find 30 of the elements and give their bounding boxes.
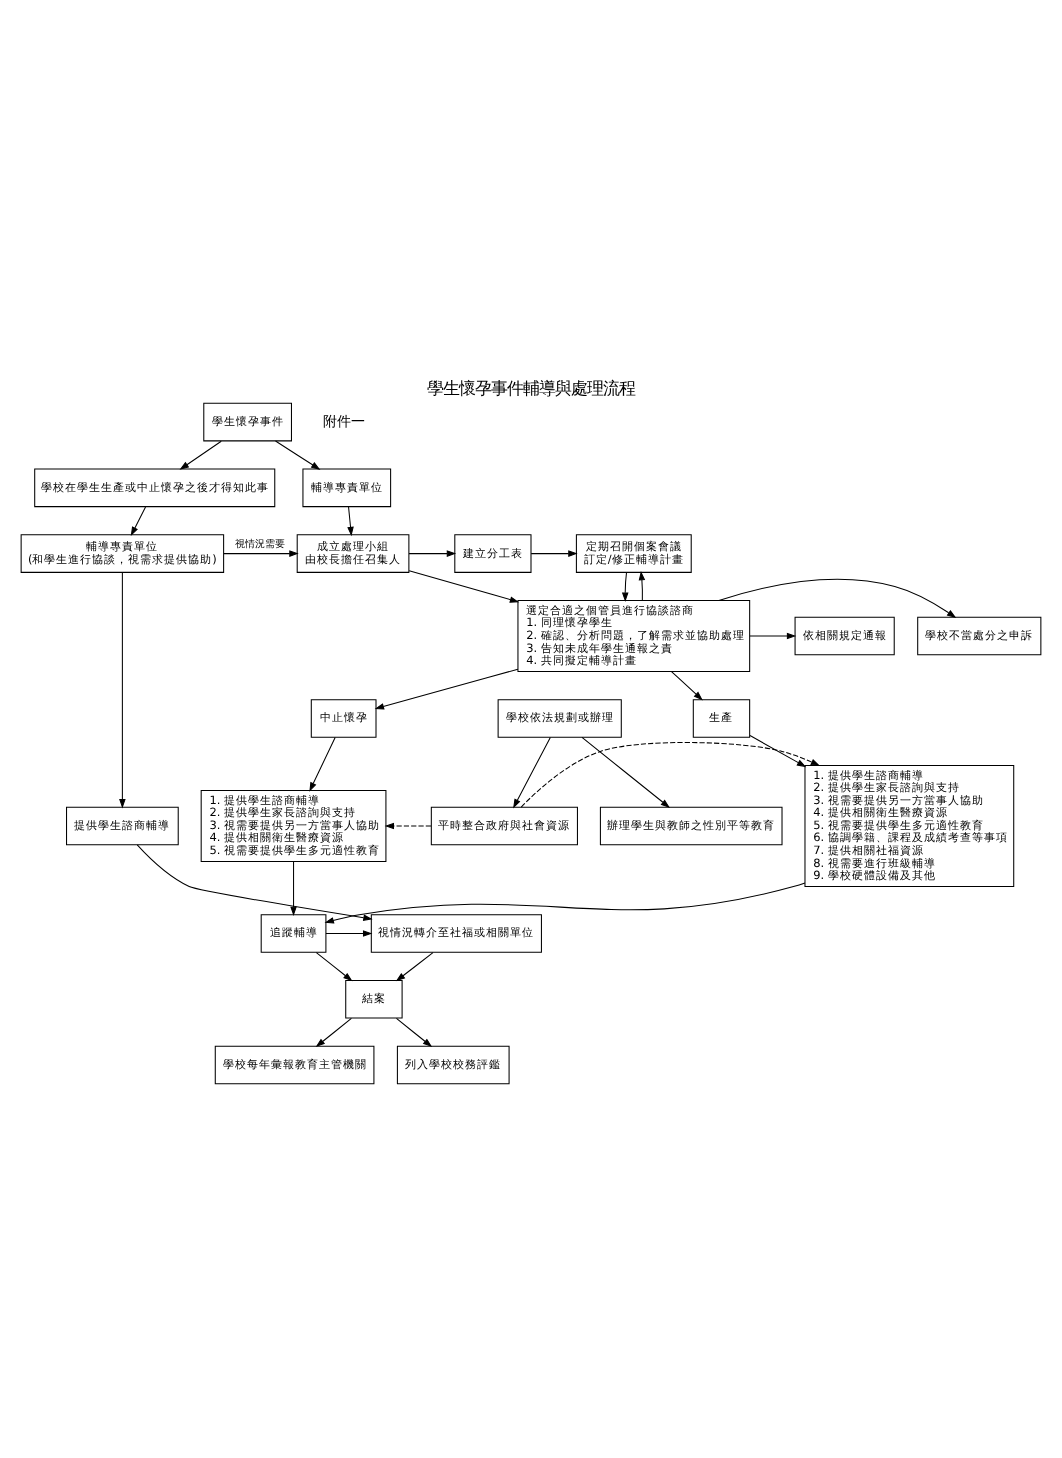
arrow (395, 1016, 433, 1047)
arrow (374, 667, 519, 709)
arrow (384, 821, 432, 829)
arrow (130, 505, 147, 536)
arrow (275, 439, 321, 469)
arrow (309, 735, 336, 791)
arrow (395, 951, 434, 981)
arrow (530, 549, 578, 556)
arrow (621, 570, 629, 601)
arrow (520, 741, 821, 807)
arrow (324, 881, 806, 923)
arrow (315, 951, 353, 981)
arrow (408, 569, 520, 602)
arrow (749, 734, 807, 767)
arrow (718, 577, 957, 617)
arrow (223, 549, 299, 556)
arrow (408, 549, 457, 556)
arrow (671, 670, 703, 700)
arrow (179, 439, 222, 469)
arrow (581, 735, 670, 807)
arrow (347, 505, 354, 536)
arrow (638, 569, 646, 600)
arrow (290, 860, 297, 916)
arrow (325, 929, 373, 936)
arrow (136, 843, 373, 920)
arrow (749, 631, 797, 639)
arrow (315, 1016, 352, 1047)
arrow (119, 571, 126, 808)
arrow (513, 735, 551, 808)
diagram-title: 學生懷孕事件輔導與處理流程 (427, 376, 635, 397)
